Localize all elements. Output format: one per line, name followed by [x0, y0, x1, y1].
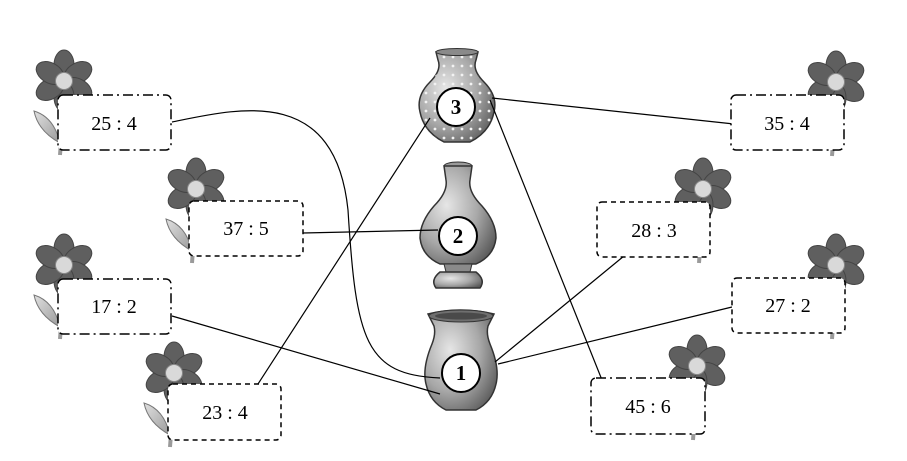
- vase-number: 2: [453, 224, 464, 248]
- line-25-4-to-vase-1: [171, 110, 441, 379]
- card-45-6[interactable]: 45 : 6: [590, 377, 706, 435]
- vase-1-badge[interactable]: 1: [441, 353, 481, 393]
- line-37-5-to-vase-2: [302, 229, 439, 234]
- card-expression: 28 : 3: [631, 220, 677, 242]
- card-expression: 25 : 4: [91, 113, 137, 135]
- card-expression: 35 : 4: [764, 113, 810, 135]
- card-expression: 45 : 6: [625, 396, 671, 418]
- vase-3-badge[interactable]: 3: [436, 87, 476, 127]
- vase-number: 1: [456, 361, 467, 385]
- card-17-2[interactable]: 17 : 2: [57, 278, 172, 335]
- card-25-4[interactable]: 25 : 4: [57, 94, 172, 151]
- connection-lines: [171, 97, 735, 395]
- line-28-3-to-vase-1: [494, 255, 625, 363]
- vase-number: 3: [451, 95, 462, 119]
- card-27-2[interactable]: 27 : 2: [731, 277, 846, 334]
- card-expression: 23 : 4: [202, 402, 248, 424]
- card-expression: 17 : 2: [91, 296, 137, 318]
- line-35-4-to-vase-3: [491, 97, 735, 125]
- line-45-6-to-vase-3: [489, 99, 603, 381]
- card-37-5[interactable]: 37 : 5: [188, 200, 304, 257]
- line-27-2-to-vase-1: [497, 306, 733, 365]
- card-expression: 37 : 5: [223, 218, 269, 240]
- vase-2-badge[interactable]: 2: [438, 216, 478, 256]
- card-35-4[interactable]: 35 : 4: [730, 94, 845, 151]
- card-28-3[interactable]: 28 : 3: [596, 201, 711, 258]
- line-23-4-to-vase-3: [257, 117, 431, 385]
- card-expression: 27 : 2: [765, 295, 811, 317]
- card-23-4[interactable]: 23 : 4: [167, 383, 282, 441]
- line-17-2-to-vase-1: [171, 315, 441, 395]
